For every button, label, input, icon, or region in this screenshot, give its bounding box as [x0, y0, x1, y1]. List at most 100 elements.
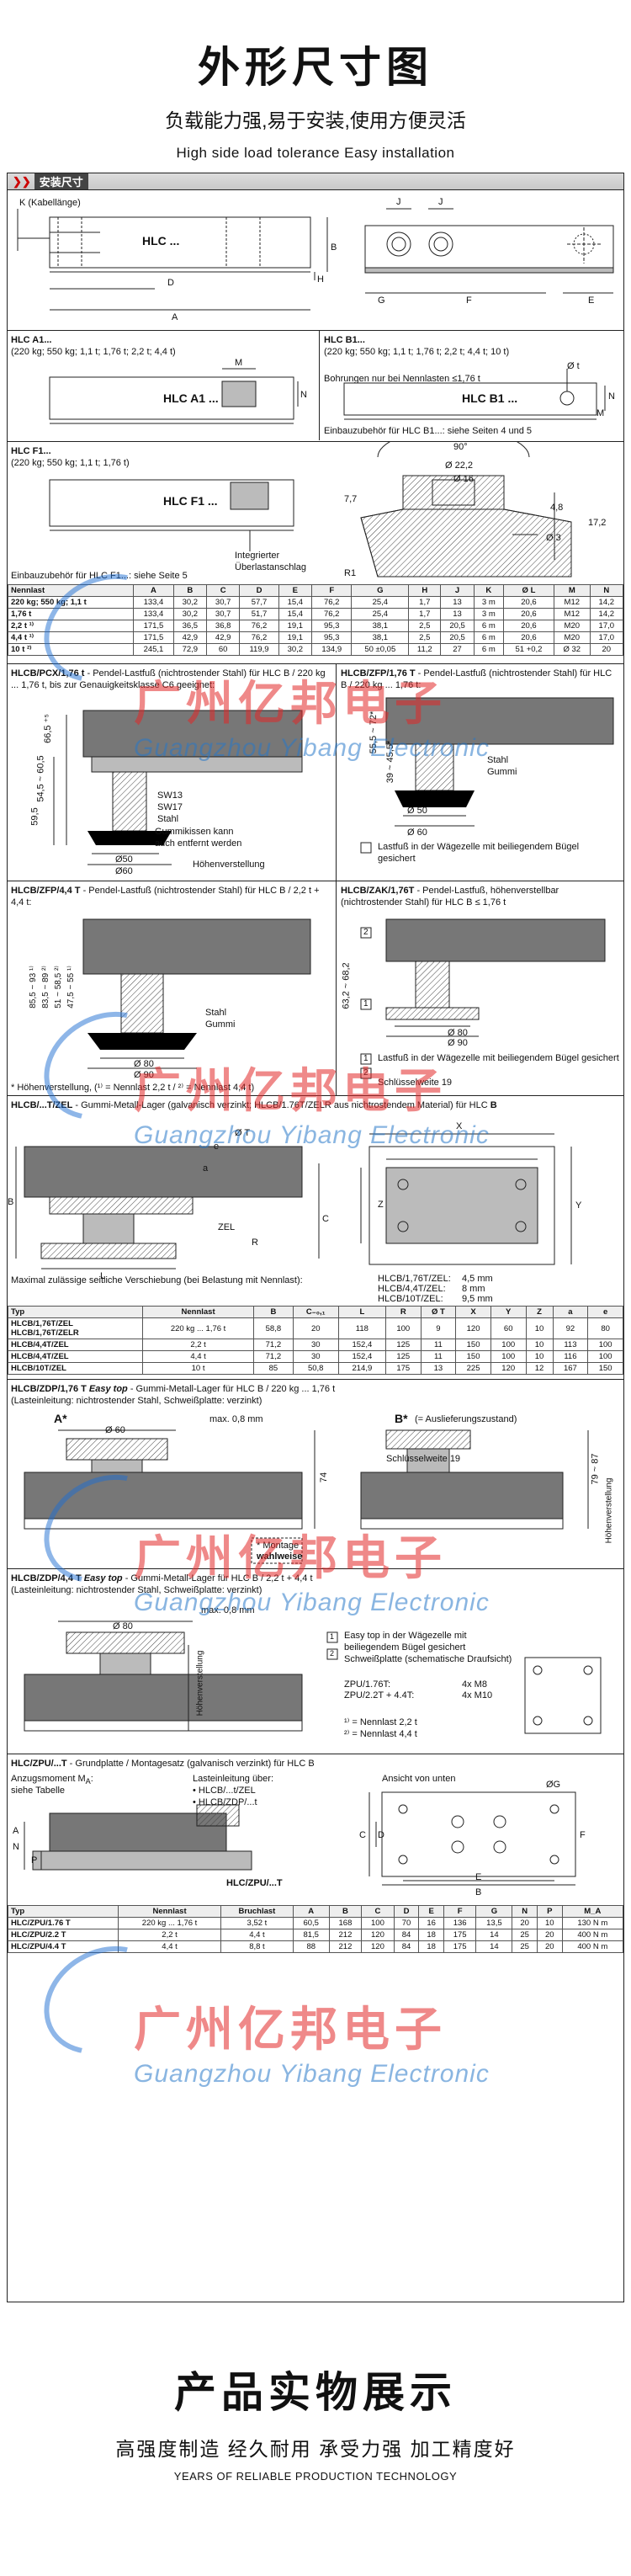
zel-table-cell: 12 — [525, 1362, 554, 1375]
zel-dim-b: B — [8, 1197, 14, 1207]
a1-dim-n: N — [300, 390, 307, 400]
dimensions-table-header-cell: K — [473, 584, 504, 597]
dimensions-table-cell: 2,5 — [408, 620, 442, 632]
zel-drawing — [15, 1133, 572, 1269]
zel-table-cell: 10 — [525, 1350, 554, 1363]
zdp44-zpu2v: 4x M10 — [462, 1690, 493, 1700]
dimensions-table-cell: 42,9 — [205, 631, 241, 644]
b1-title: HLC B1... — [324, 334, 365, 346]
zel-table-cell: 150 — [455, 1350, 491, 1363]
zdp44-n2: 2 — [330, 1649, 335, 1658]
zak-d90: Ø 90 — [448, 1038, 468, 1048]
zel-table-cell: 30 — [292, 1339, 339, 1351]
zpu-dim-d: D — [378, 1830, 384, 1840]
zel-shift-model-2: HLCB/10T/ZEL: — [378, 1294, 443, 1304]
zpu-table-cell: 84 — [393, 1940, 420, 1953]
zel-table-cell: 11 — [420, 1339, 457, 1351]
dimensions-table-cell: 38,1 — [351, 631, 410, 644]
dimensions-table-cell: 1,7 — [408, 596, 442, 609]
pcx-zfp-block: HLCB/PCX/1,76 t - Pendel-Lastfuß (nichtr… — [8, 663, 623, 881]
dim-letter-g: G — [378, 295, 385, 306]
dimensions-table-cell: 17,0 — [589, 631, 624, 644]
zpu-dim-c: C — [359, 1830, 366, 1840]
a1-title: HLC A1... — [11, 334, 52, 346]
watermark-4-cn: 广州亿邦电子 — [134, 2003, 447, 2057]
zel-table-cell: 80 — [587, 1317, 623, 1339]
dimensions-table-cell: 20,5 — [440, 620, 475, 632]
footer-title: 产品实物展示 — [174, 2368, 457, 2417]
f1-angle: 90° — [453, 442, 468, 452]
zel-table-header-cell: Ø T — [420, 1306, 457, 1318]
dimensions-table-header-cell: B — [172, 584, 208, 597]
zpu-table-header-cell: Nennlast — [117, 1905, 222, 1918]
f1-r1: R1 — [344, 568, 357, 578]
footer-subtitle: 高强度制造 经久耐用 承受力强 加工精度好 — [115, 2438, 516, 2460]
zak-v: 63,2 ~ 68,2 — [341, 962, 352, 1009]
zfp44-foot: * Höhenverstellung, (¹⁾ = Nennlast 2,2 t… — [11, 1083, 255, 1093]
zpu-table-cell: HLC/ZPU/2.2 T — [8, 1929, 119, 1941]
zdp176-b-label: B* — [395, 1412, 408, 1425]
dimensions-table-cell: 13 — [440, 596, 475, 609]
dimensions-table-cell: 119,9 — [239, 643, 279, 656]
zel-table-cell: HLCB/10T/ZEL — [8, 1362, 143, 1375]
zpu-dim-p: P — [31, 1855, 38, 1865]
zfp44-drawing — [82, 918, 311, 1069]
zel-table-cell: 125 — [384, 1350, 422, 1363]
zpu-table-header-cell: F — [443, 1905, 477, 1918]
zdp176-v2: 79 ~ 87 — [590, 1453, 601, 1485]
dimensions-table-cell: 95,3 — [310, 620, 353, 632]
dimensions-table-cell: 15,4 — [278, 608, 313, 620]
zel-table-cell: 152,4 — [337, 1339, 386, 1351]
pcx-v665: 66,5 ⁺⁵ — [42, 714, 53, 743]
zfp176-d50: Ø 50 — [407, 806, 427, 816]
zfp44-title: HLCB/ZFP/4,4 T — [11, 886, 81, 896]
zel-table-header-cell: Nennlast — [141, 1306, 255, 1318]
zel-table-cell: 100 — [587, 1339, 623, 1351]
zak-n1: 1 — [363, 1054, 369, 1063]
zel-desc: - Gummi-Metall-Lager (galvanisch verzink… — [72, 1100, 490, 1110]
zak-n1b: 1 — [363, 999, 369, 1009]
section-label: 安装尺寸 — [34, 173, 88, 189]
zel-table-cell: 225 — [455, 1362, 491, 1375]
zel-table-cell: 113 — [552, 1339, 589, 1351]
zel-table-cell: 116 — [552, 1350, 589, 1363]
dimensions-table-header-cell: H — [408, 584, 442, 597]
zpu-last: Lasteinleitung über: — [193, 1774, 274, 1784]
model-label: HLC ... — [142, 234, 180, 247]
zel-table-cell: 100 — [384, 1317, 422, 1339]
zpu-table-cell: 13,5 — [475, 1917, 513, 1929]
zpu-table-header-cell: Bruchlast — [220, 1905, 294, 1918]
dimensions-table-header-cell: Nennlast — [7, 584, 135, 597]
zpu-table-cell: HLC/ZPU/1.76 T — [8, 1917, 119, 1929]
dimensions-table-cell: 19,1 — [278, 631, 313, 644]
zpu-table-cell: 25 — [512, 1940, 538, 1953]
dimensions-table-cell: 76,2 — [310, 608, 353, 620]
zel-table-cell: 120 — [490, 1362, 527, 1375]
zel-table-cell: 30 — [292, 1350, 339, 1363]
zfp44-caption: HLCB/ZFP/4,4 T - Pendel-Lastfuß (nichtro… — [11, 885, 331, 908]
a1-dim-m: M — [235, 358, 243, 368]
zdp176-title: HLCB/ZDP/1,76 T — [11, 1384, 87, 1394]
zpu-table-cell: 130 N m — [561, 1917, 624, 1929]
dimensions-table-header-cell: G — [351, 584, 410, 597]
zel-table-header-cell: B — [253, 1306, 294, 1318]
b1-note: Bohrungen nur bei Nennlasten ≤1,76 t — [324, 374, 480, 384]
zfp44-v3: 51 ~ 58,5 ²⁾ — [53, 966, 63, 1009]
dimensions-table-cell: Ø 32 — [554, 643, 591, 656]
zak-n2b: 2 — [363, 928, 369, 937]
zdp44-f2: ²⁾ = Nennlast 4,4 t — [344, 1729, 417, 1739]
zfp44-d90: Ø 90 — [134, 1070, 154, 1080]
zel-dim-t: Ø T — [235, 1128, 251, 1138]
dimensions-table-cell: 20,6 — [502, 620, 555, 632]
a1-drawing — [49, 368, 299, 424]
zpu-anz3: siehe Tabelle — [11, 1786, 66, 1796]
zpu-table-cell: 120 — [361, 1929, 395, 1941]
zfp44-zak-block: HLCB/ZFP/4,4 T - Pendel-Lastfuß (nichtro… — [8, 881, 623, 1096]
dimensions-table-header-cell: C — [205, 584, 241, 597]
